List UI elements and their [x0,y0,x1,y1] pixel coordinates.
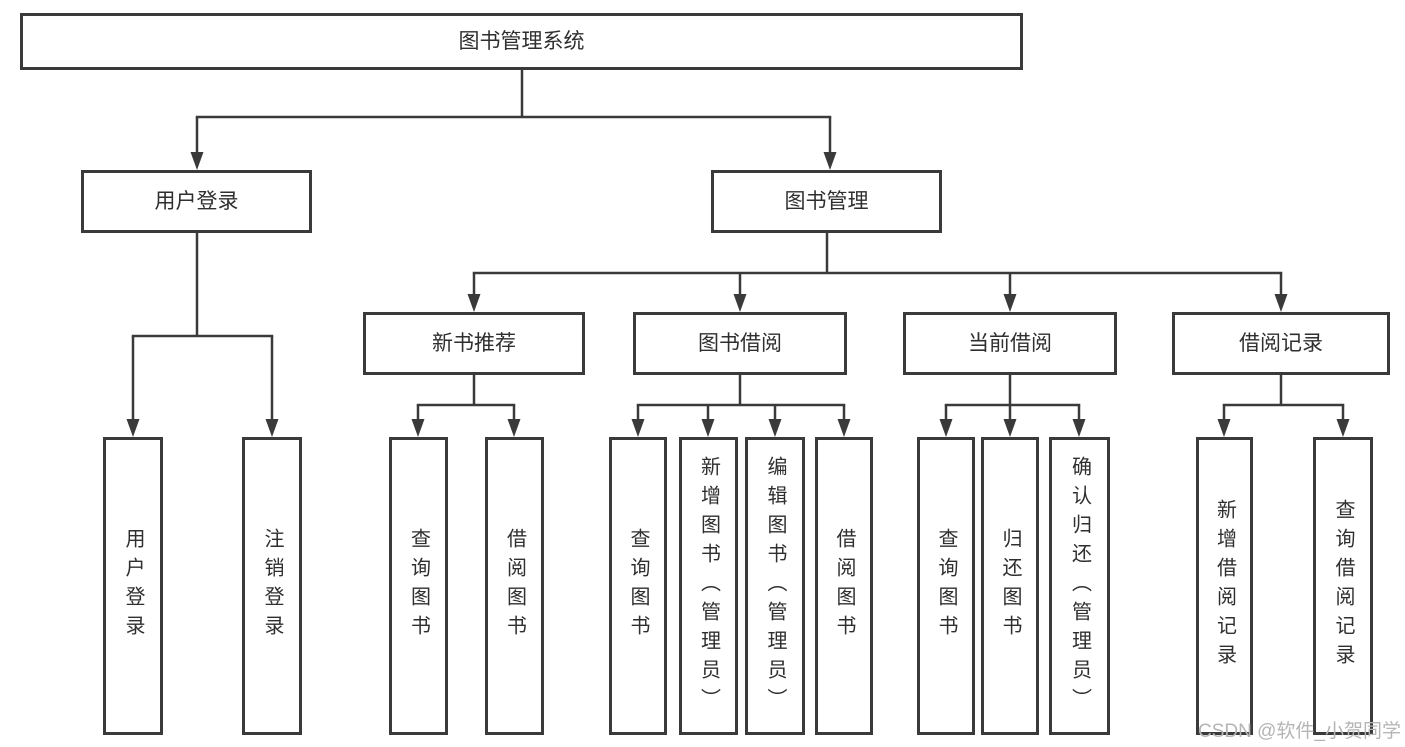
watermark-text: CSDN @软件_小贺同学 [1198,721,1401,742]
leaf-query-borrow-record: 查询借阅记录 [1313,437,1373,735]
leaf-return-books: 归还图书 [981,437,1039,735]
leaf-confirm-return-admin: 确认归还（管理员） [1049,437,1110,735]
node-current-borrow: 当前借阅 [903,312,1117,375]
leaf-add-borrow-record: 新增借阅记录 [1196,437,1253,735]
node-user-login: 用户登录 [81,170,312,233]
leaf-recommend-borrow-books: 借阅图书 [485,437,544,735]
leaf-user-login: 用户登录 [103,437,163,735]
leaf-add-books-admin: 新增图书（管理员） [679,437,738,735]
arrowhead-icons [126,152,1350,437]
node-borrow-records: 借阅记录 [1172,312,1390,375]
leaf-current-query-books: 查询图书 [917,437,975,735]
leaf-borrow-query-books: 查询图书 [609,437,667,735]
node-book-management: 图书管理 [711,170,942,233]
tree-edges [131,69,1345,421]
node-book-borrow: 图书借阅 [633,312,847,375]
leaf-recommend-query-books: 查询图书 [389,437,448,735]
node-new-book-recommend: 新书推荐 [363,312,585,375]
node-root-library-system: 图书管理系统 [20,13,1023,70]
leaf-borrow-books: 借阅图书 [815,437,873,735]
leaf-edit-books-admin: 编辑图书（管理员） [745,437,805,735]
leaf-logout: 注销登录 [242,437,302,735]
